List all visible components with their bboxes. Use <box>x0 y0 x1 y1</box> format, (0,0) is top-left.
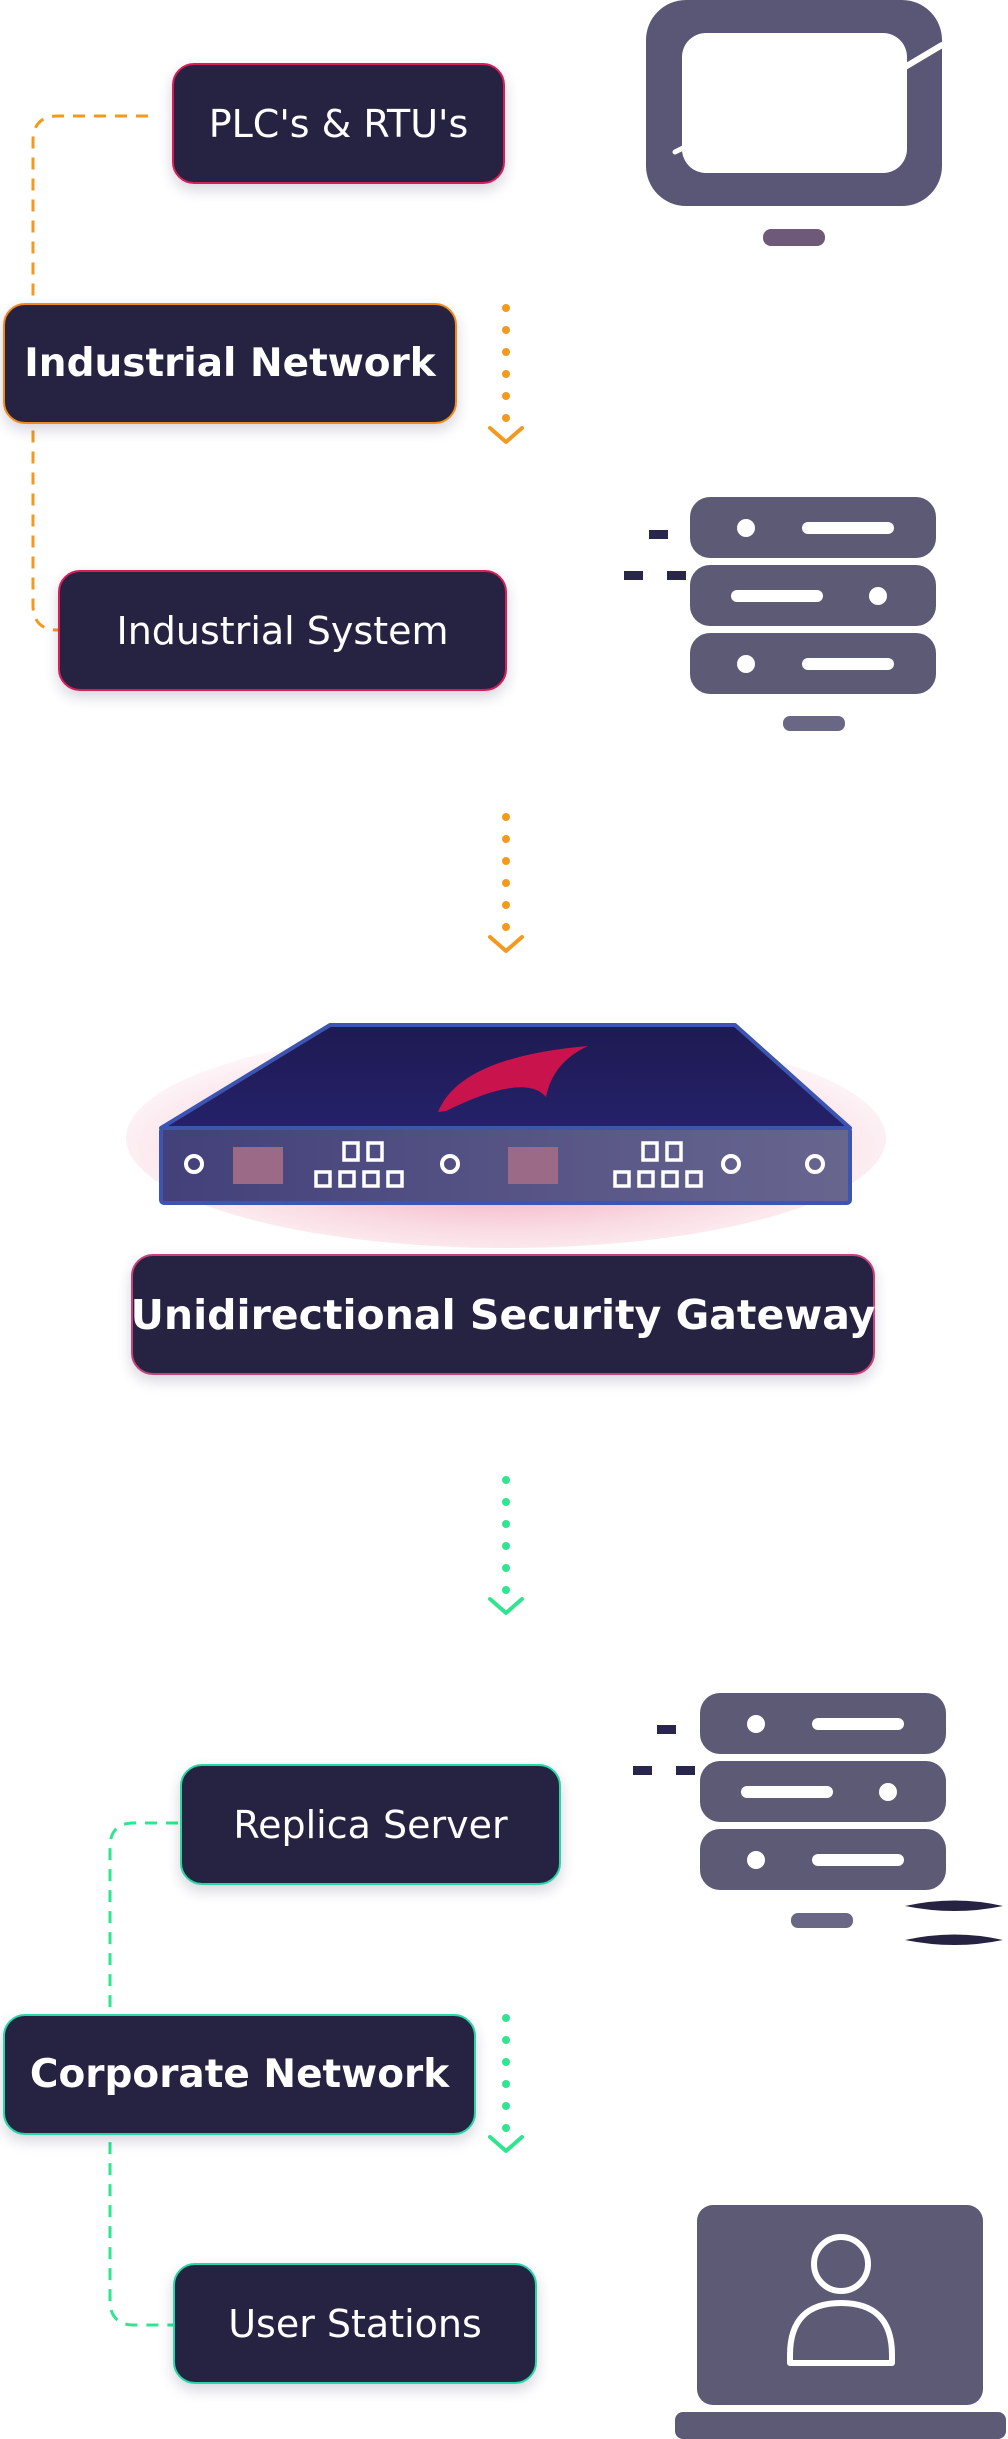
arrow-head-corporate-2 <box>488 2135 524 2153</box>
arrow-corporate-2 <box>502 2014 510 2132</box>
server-stack-icon-corporate <box>633 1693 1003 1945</box>
laptop-user-icon <box>675 2205 1006 2439</box>
server-stack-icon-industrial <box>624 497 936 731</box>
corporate-bracket <box>108 1821 178 2327</box>
industrial-system-label: Industrial System <box>58 570 507 691</box>
arrow-industrial-1 <box>502 304 510 422</box>
gateway-label: Unidirectional Security Gateway <box>131 1254 875 1375</box>
monitor-icon <box>646 0 945 246</box>
arrow-industrial-2 <box>502 813 510 931</box>
plcs-rtus-label: PLC's & RTU's <box>172 63 505 184</box>
replica-server-label: Replica Server <box>180 1764 561 1885</box>
arrow-head-industrial-2 <box>488 935 524 953</box>
user-stations-label: User Stations <box>173 2263 537 2384</box>
corporate-network-label: Corporate Network <box>3 2014 476 2135</box>
arrow-head-corporate-1 <box>488 1597 524 1615</box>
gateway-appliance-icon <box>126 1023 886 1248</box>
arrow-head-industrial-1 <box>488 426 524 444</box>
arrow-corporate-1 <box>502 1476 510 1594</box>
industrial-network-label: Industrial Network <box>3 303 457 424</box>
